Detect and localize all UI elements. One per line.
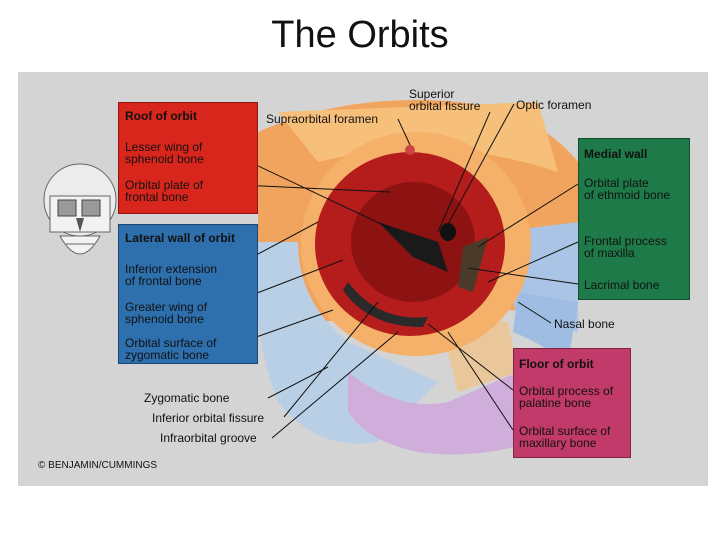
medial-wall-heading: Medial wall (584, 147, 648, 161)
superior-orbital-fissure-shape (378, 222, 448, 272)
floor-of-orbit-heading: Floor of orbit (519, 357, 594, 371)
supraorbital-foramen-shape (405, 145, 415, 155)
floor-item-maxillary: Orbital surface of maxillary bone (519, 424, 611, 450)
lacrimal-fossa-shape (458, 237, 488, 292)
lateral-wall-heading: Lateral wall of orbit (125, 231, 236, 245)
copyright-notice: © BENJAMIN/CUMMINGS (38, 460, 158, 471)
label-zygomatic-bone: Zygomatic bone (144, 391, 230, 405)
orbit-illustration (43, 100, 579, 455)
roof-of-orbit-box: Roof of orbit Lesser wing of sphenoid bo… (118, 102, 258, 214)
medial-wall-box: Medial wall Orbital plate of ethmoid bon… (578, 138, 690, 300)
skull-thumbnail (43, 163, 117, 255)
label-infraorbital-groove: Infraorbital groove (160, 431, 257, 445)
lateral-item-greater-wing: Greater wing of sphenoid bone (125, 300, 208, 326)
roof-item-lesser-wing: Lesser wing of sphenoid bone (125, 140, 204, 166)
roof-item-orbital-plate: Orbital plate of frontal bone (125, 178, 204, 204)
label-superior-orbital-fissure: Superior orbital fissure (409, 87, 481, 113)
label-supraorbital-foramen: Supraorbital foramen (266, 112, 379, 126)
optic-foramen-shape (440, 223, 456, 241)
lateral-wall-box: Lateral wall of orbit Inferior extension… (118, 224, 258, 364)
floor-item-palatine: Orbital process of palatine bone (519, 384, 614, 410)
medial-item-lacrimal: Lacrimal bone (584, 278, 660, 292)
roof-of-orbit-heading: Roof of orbit (125, 109, 197, 123)
medial-item-ethmoid: Orbital plate of ethmoid bone (584, 176, 671, 202)
lateral-item-zygomatic-surface: Orbital surface of zygomatic bone (125, 336, 217, 362)
medial-item-frontal-process: Frontal process of maxilla (584, 234, 667, 260)
lateral-item-inferior-extension: Inferior extension of frontal bone (125, 262, 218, 288)
slide-title: The Orbits (271, 14, 449, 56)
inferior-orbital-fissure-shape (343, 282, 428, 327)
lateral-blue-bone (255, 242, 438, 444)
floor-purple-bone (348, 372, 558, 455)
label-nasal-bone: Nasal bone (554, 317, 615, 331)
label-inferior-orbital-fissure: Inferior orbital fissure (152, 411, 265, 425)
floor-of-orbit-box: Floor of orbit Orbital process of palati… (513, 348, 631, 458)
orbit-figure: Roof of orbit Lesser wing of sphenoid bo… (18, 72, 708, 486)
label-optic-foramen: Optic foramen (516, 98, 592, 112)
